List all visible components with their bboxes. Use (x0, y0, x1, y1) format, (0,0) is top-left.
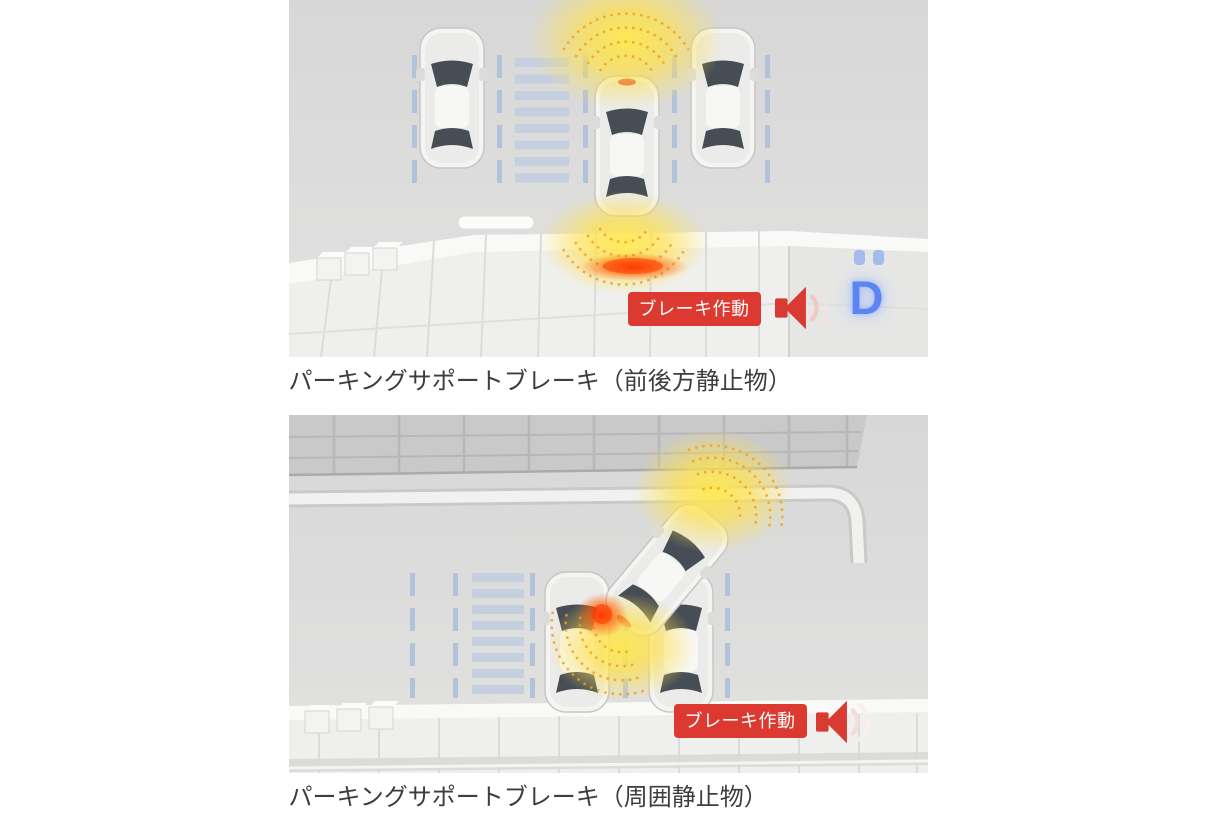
parking-scene-front-rear (288, 0, 928, 357)
figure-surround: ブレーキ作動 パーキングサポートブレーキ（周囲静止物） (288, 415, 928, 814)
sensor-wave-front (632, 429, 793, 554)
wheel-stopper (457, 215, 534, 230)
brake-active-label: ブレーキ作動 (684, 711, 796, 732)
caption-front-rear: パーキングサポートブレーキ（前後方静止物） (288, 368, 792, 395)
illustration-front-rear: ブレーキ作動 D (288, 0, 928, 357)
sensor-wave-front (527, 0, 724, 110)
caption-surround: パーキングサポートブレーキ（周囲静止物） (288, 784, 768, 812)
curb-edge (288, 484, 867, 564)
brake-active-badge: ブレーキ作動 (673, 704, 807, 739)
collision-warning-glow (575, 593, 628, 638)
brake-active-badge: ブレーキ作動 (627, 292, 761, 326)
crosswalk (471, 573, 524, 695)
step-blocks (316, 242, 403, 281)
parked-car-left (414, 27, 489, 169)
shift-indicator-dashes (853, 250, 884, 265)
collision-warning-glow (577, 253, 688, 281)
parking-scene-surround (288, 415, 928, 774)
speaker-icon (815, 701, 870, 744)
step-blocks (304, 701, 399, 734)
speaker-icon (774, 286, 829, 330)
illustration-surround: ブレーキ作動 (288, 415, 928, 774)
brake-active-label: ブレーキ作動 (638, 299, 750, 319)
figure-front-rear: ブレーキ作動 D パーキングサポートブレーキ（前後方静止物） (288, 0, 928, 398)
shift-d-indicator: D (849, 271, 884, 324)
